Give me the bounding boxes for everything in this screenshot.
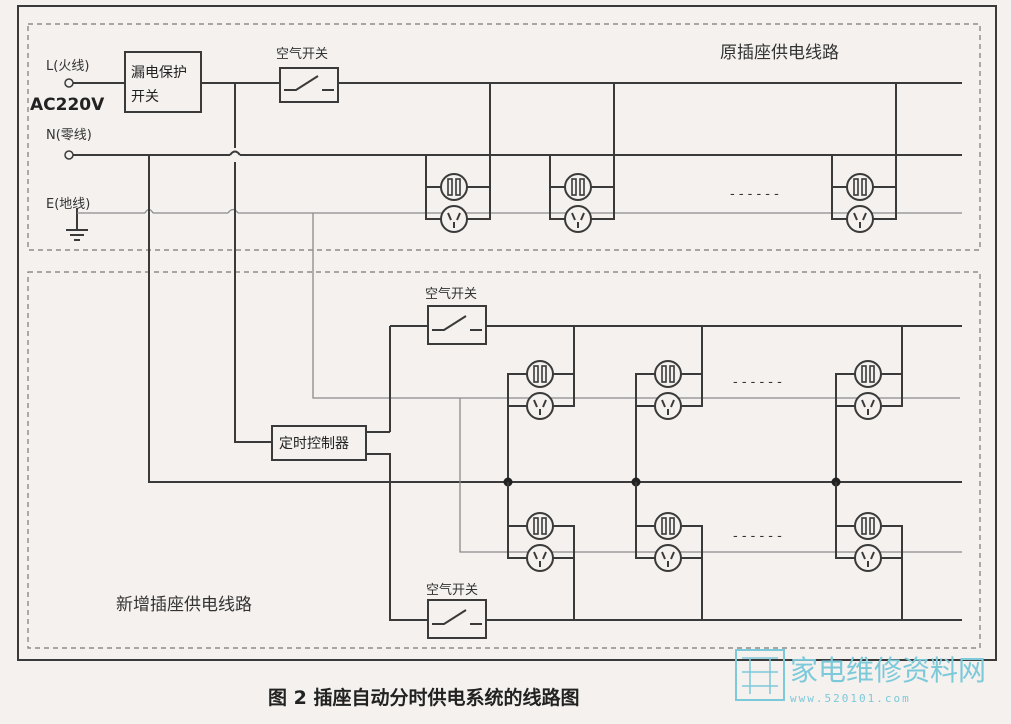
timer-box: [271, 425, 367, 461]
original-three-pin-socket: [846, 205, 874, 233]
new-lower-ellipsis: - - - - - -: [733, 529, 782, 544]
new-lower-socket-group: [507, 482, 575, 620]
earth-trunk-upper: [312, 213, 960, 399]
ground-symbol: [66, 229, 88, 241]
original-ellipsis: - - - - - -: [730, 187, 779, 202]
new-upper-socket-group: [631, 326, 703, 487]
air-switch-lower-contact: [432, 609, 482, 625]
live-trunk-timer: [234, 83, 272, 443]
new-upper-ellipsis: - - - - - -: [733, 375, 782, 390]
air-switch-top-contact: [284, 75, 334, 91]
new-upper-three-pin-socket: [654, 392, 682, 420]
new-upper-two-pin-socket: [526, 360, 554, 388]
neutral-hop: [229, 150, 241, 156]
new-lower-two-pin-socket: [526, 512, 554, 540]
new-lower-socket-group: [635, 482, 703, 620]
new-upper-socket-group: [831, 326, 903, 487]
air-switch-top-label: 空气开关: [276, 46, 328, 62]
new-lower-three-pin-socket: [526, 544, 554, 572]
new-socket-groups: [503, 326, 903, 620]
original-three-pin-socket: [564, 205, 592, 233]
new-lower-socket-group: [835, 482, 903, 620]
watermark-url: www.520101.com: [790, 692, 911, 705]
new-lower-two-pin-socket: [654, 512, 682, 540]
air-switch-lower-label: 空气开关: [426, 582, 478, 598]
air-switch-upper: [427, 305, 487, 345]
air-switch-upper-contact: [432, 315, 482, 331]
new-upper-two-pin-socket: [854, 360, 882, 388]
original-three-pin-socket: [440, 205, 468, 233]
neutral-trunk: [148, 155, 390, 483]
original-section-box: [27, 23, 981, 251]
earth-label: E(地线): [46, 197, 90, 212]
live-label: L(火线): [46, 59, 89, 74]
rcd-box: [124, 51, 202, 113]
original-socket-groups: [425, 83, 897, 233]
original-two-pin-socket: [564, 173, 592, 201]
rcd-label-2: 开关: [131, 89, 159, 105]
watermark-text: 家电维修资料网: [790, 654, 986, 687]
original-two-pin-socket: [846, 173, 874, 201]
air-switch-upper-label: 空气开关: [425, 286, 477, 302]
earth-trunk-lower: [459, 398, 962, 553]
outer-frame: [17, 5, 997, 661]
new-lower-three-pin-socket: [654, 544, 682, 572]
original-socket-group: [425, 83, 491, 233]
original-socket-group: [831, 83, 897, 233]
new-lower-two-pin-socket: [854, 512, 882, 540]
live-terminal: [64, 78, 74, 88]
rcd-label-1: 漏电保护: [131, 65, 187, 81]
neutral-label: N(零线): [46, 128, 92, 143]
new-upper-three-pin-socket: [854, 392, 882, 420]
watermark-logo: 家电维修资料网 www.520101.com: [735, 649, 986, 705]
supply-label: AC220V: [30, 95, 105, 115]
new-lower-three-pin-socket: [854, 544, 882, 572]
air-switch-top: [279, 67, 339, 103]
timer-outputs: [366, 431, 428, 621]
new-upper-three-pin-socket: [526, 392, 554, 420]
timer-label: 定时控制器: [279, 436, 349, 452]
original-section-label: 原插座供电线路: [720, 43, 839, 63]
original-socket-group: [549, 83, 615, 233]
new-upper-two-pin-socket: [654, 360, 682, 388]
original-two-pin-socket: [440, 173, 468, 201]
new-section-label: 新增插座供电线路: [116, 595, 252, 615]
figure-caption: 图 2 插座自动分时供电系统的线路图: [268, 686, 579, 709]
new-section-box: [27, 271, 981, 649]
neutral-terminal: [64, 150, 74, 160]
new-upper-socket-group: [503, 326, 575, 487]
air-switch-lower: [427, 599, 487, 639]
